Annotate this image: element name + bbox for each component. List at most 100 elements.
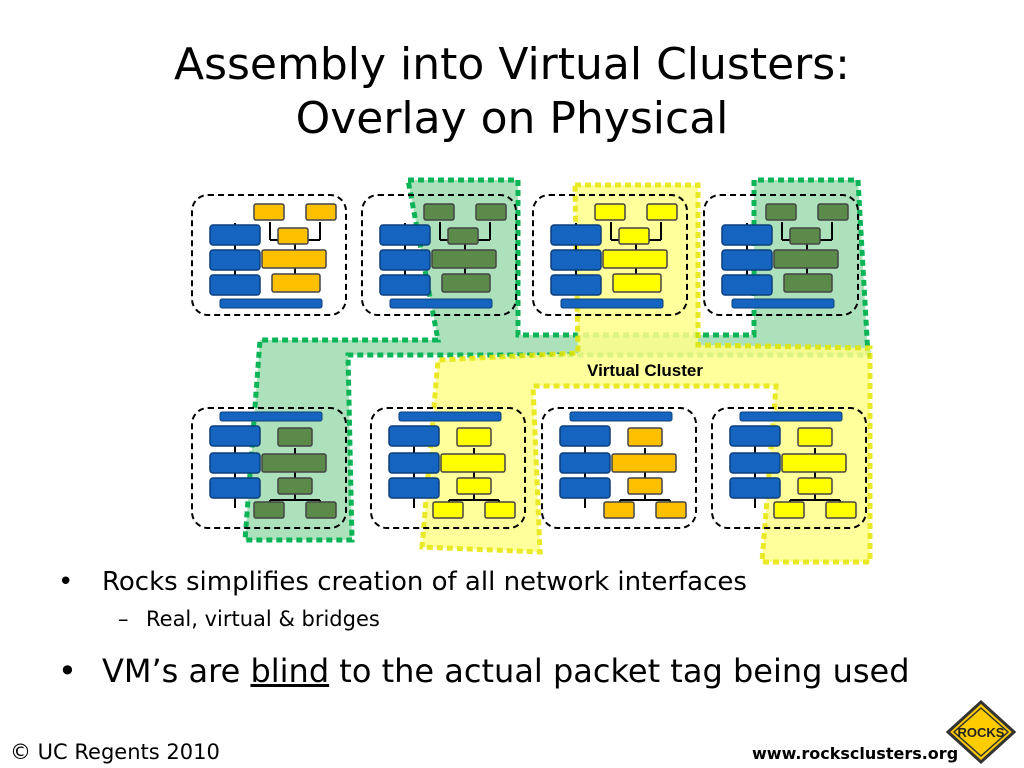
tree-block-2 bbox=[781, 453, 847, 473]
rocks-logo-text: ROCKS bbox=[958, 725, 1005, 740]
tree-block-4 bbox=[773, 501, 805, 519]
tree-block-2 bbox=[440, 453, 506, 473]
tree-block-3 bbox=[627, 477, 663, 495]
tree-block-3 bbox=[447, 227, 479, 245]
bullet-item-2: VM’s are blind to the actual packet tag … bbox=[58, 644, 998, 698]
bullet-item-2-underlined: blind bbox=[250, 652, 330, 690]
tree-block-5 bbox=[484, 501, 516, 519]
blue-block-3 bbox=[209, 477, 261, 499]
blue-block-1 bbox=[721, 224, 773, 246]
blue-block-3 bbox=[559, 477, 611, 499]
physical-node-7 bbox=[541, 407, 697, 529]
tree-block-4 bbox=[261, 249, 327, 269]
tree-block-3 bbox=[277, 227, 309, 245]
network-bar bbox=[731, 298, 835, 309]
tree-block-1 bbox=[765, 203, 797, 221]
tree-block-5 bbox=[271, 273, 321, 293]
tree-block-3 bbox=[277, 477, 313, 495]
tree-block-1 bbox=[627, 427, 663, 447]
blue-block-3 bbox=[379, 274, 431, 296]
blue-block-2 bbox=[209, 249, 261, 271]
blue-block-2 bbox=[550, 249, 602, 271]
yellow-virtual-cluster-region bbox=[419, 182, 873, 565]
vm-tree bbox=[773, 427, 857, 519]
tree-block-4 bbox=[602, 249, 668, 269]
copyright-text: © UC Regents 2010 bbox=[10, 740, 220, 764]
virtual-cluster-label: Virtual Cluster bbox=[587, 361, 703, 380]
node-frame bbox=[370, 407, 526, 529]
tree-block-3 bbox=[789, 227, 821, 245]
tree-block-5 bbox=[612, 273, 662, 293]
blue-block-1 bbox=[209, 425, 261, 447]
physical-node-3 bbox=[532, 194, 688, 316]
blue-block-3 bbox=[550, 274, 602, 296]
bullet-list: Rocks simplifies creation of all network… bbox=[58, 562, 998, 698]
network-bar bbox=[219, 411, 323, 422]
blue-block-1 bbox=[559, 425, 611, 447]
tree-block-4 bbox=[253, 501, 285, 519]
physical-node-6 bbox=[370, 407, 526, 529]
physical-node-2 bbox=[361, 194, 517, 316]
blue-block-3 bbox=[721, 274, 773, 296]
blue-block-1 bbox=[209, 224, 261, 246]
tree-block-4 bbox=[603, 501, 635, 519]
bullet-item-2-pre: VM’s are bbox=[102, 652, 251, 690]
vm-tree bbox=[603, 427, 687, 519]
blue-block-2 bbox=[379, 249, 431, 271]
tree-block-3 bbox=[797, 477, 833, 495]
tree-block-3 bbox=[618, 227, 650, 245]
vm-tree bbox=[423, 203, 507, 293]
network-bar bbox=[389, 298, 493, 309]
rocks-logo: ROCKS bbox=[946, 700, 1016, 764]
tree-block-4 bbox=[431, 249, 497, 269]
network-bar bbox=[219, 298, 323, 309]
physical-nodes bbox=[191, 194, 867, 529]
vm-tree bbox=[594, 203, 678, 293]
vm-tree bbox=[432, 427, 516, 519]
tree-block-1 bbox=[277, 427, 313, 447]
network-bar bbox=[398, 411, 502, 422]
network-bar bbox=[560, 298, 664, 309]
tree-block-2 bbox=[261, 453, 327, 473]
blue-block-3 bbox=[729, 477, 781, 499]
slide-title: Assembly into Virtual Clusters: Overlay … bbox=[0, 38, 1024, 146]
tree-block-3 bbox=[456, 477, 492, 495]
physical-node-5 bbox=[191, 407, 347, 529]
node-frame bbox=[361, 194, 517, 316]
node-frame bbox=[703, 194, 859, 316]
blue-block-2 bbox=[388, 452, 440, 474]
node-frame bbox=[541, 407, 697, 529]
tree-block-5 bbox=[825, 501, 857, 519]
tree-block-1 bbox=[253, 203, 285, 221]
tree-block-1 bbox=[423, 203, 455, 221]
blue-block-3 bbox=[209, 274, 261, 296]
tree-block-4 bbox=[773, 249, 839, 269]
blue-block-1 bbox=[379, 224, 431, 246]
vm-tree bbox=[253, 203, 337, 293]
bullet-item-1: Rocks simplifies creation of all network… bbox=[58, 562, 998, 602]
blue-block-1 bbox=[388, 425, 440, 447]
blue-block-2 bbox=[721, 249, 773, 271]
blue-block-1 bbox=[729, 425, 781, 447]
tree-block-5 bbox=[655, 501, 687, 519]
tree-block-1 bbox=[456, 427, 492, 447]
bullet-item-2-post: to the actual packet tag being used bbox=[329, 652, 910, 690]
tree-block-2 bbox=[817, 203, 849, 221]
blue-block-2 bbox=[559, 452, 611, 474]
title-line-2: Overlay on Physical bbox=[295, 93, 729, 144]
tree-block-2 bbox=[611, 453, 677, 473]
blue-block-2 bbox=[729, 452, 781, 474]
vm-tree bbox=[765, 203, 849, 293]
tree-block-2 bbox=[475, 203, 507, 221]
blue-block-1 bbox=[550, 224, 602, 246]
node-frame bbox=[711, 407, 867, 529]
tree-block-2 bbox=[646, 203, 678, 221]
vm-tree bbox=[253, 427, 337, 519]
tree-block-4 bbox=[432, 501, 464, 519]
website-url: www.rocksclusters.org bbox=[752, 744, 959, 763]
blue-block-2 bbox=[209, 452, 261, 474]
network-bar bbox=[739, 411, 843, 422]
title-line-1: Assembly into Virtual Clusters: bbox=[173, 39, 850, 90]
tree-block-5 bbox=[783, 273, 833, 293]
